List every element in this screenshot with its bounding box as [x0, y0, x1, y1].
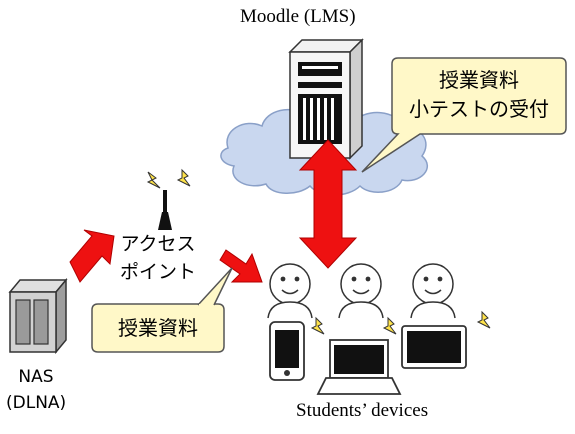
smartphone-icon [269, 321, 305, 381]
lightning-icon [476, 310, 491, 329]
server-icon [288, 38, 364, 160]
nas-callout-bubble [91, 267, 233, 353]
nas-callout-text: 授業資料 [118, 316, 198, 340]
lightning-icon [146, 171, 161, 189]
nas-label: NAS (DLNA) [6, 364, 66, 416]
tablet-icon [401, 325, 467, 369]
lightning-icon [176, 168, 191, 187]
nas-to-access-point-arrow [69, 229, 115, 283]
access-point-label-line1: アクセス [120, 233, 196, 255]
server-callout-line2: 小テストの受付 [409, 97, 549, 121]
lightning-icon [382, 316, 397, 335]
nas-label-line1: NAS [18, 367, 54, 387]
server-callout-bubble [361, 57, 567, 173]
access-point-label-line2: ポイント [120, 261, 197, 283]
antenna-icon [158, 190, 172, 230]
student-face-icon [267, 263, 313, 319]
access-point-to-devices-arrow [219, 249, 263, 283]
server-callout-line1: 授業資料 [439, 68, 519, 92]
laptop-icon [316, 339, 402, 395]
devices-label: Students’ devices [296, 400, 429, 421]
student-face-icon [410, 263, 456, 319]
server-callout-text: 授業資料 小テストの受付 [392, 66, 566, 124]
lightning-icon [310, 316, 325, 335]
server-label: Moodle (LMS) [240, 6, 356, 27]
nas-label-line2: (DLNA) [6, 393, 67, 413]
nas-icon [8, 277, 68, 355]
server-devices-arrow [298, 139, 358, 269]
access-point-label: アクセス ポイント [120, 230, 196, 286]
student-face-icon [338, 263, 384, 319]
